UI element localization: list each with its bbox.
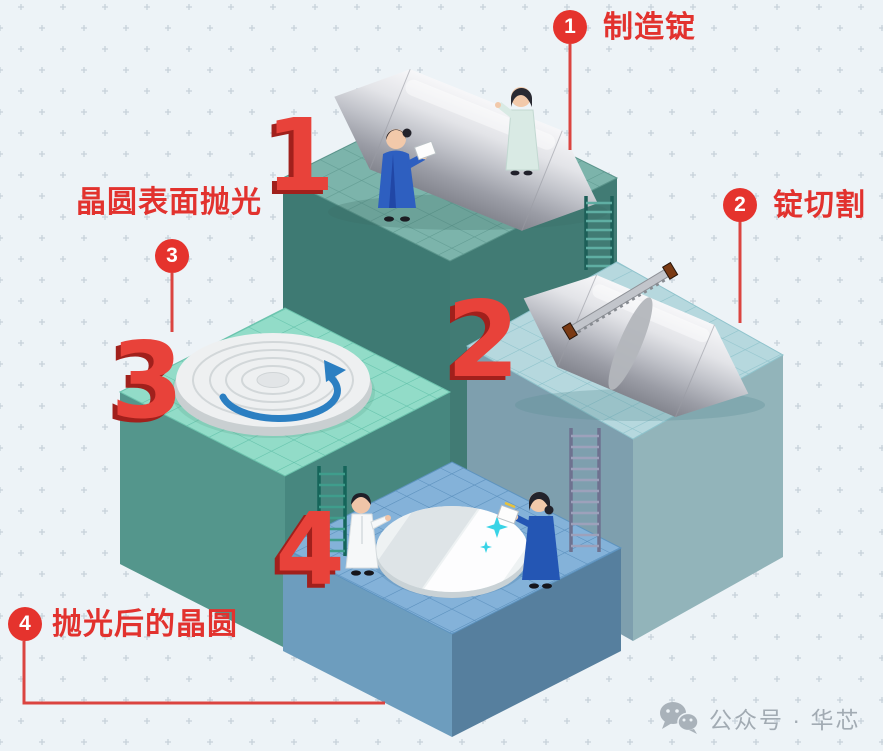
ladder-3 — [317, 466, 347, 556]
scientist-with-clipboard-1 — [378, 128, 437, 222]
wechat-icon — [660, 702, 699, 734]
hair-bun — [402, 128, 412, 138]
scientist-with-clipboard-2 — [496, 491, 560, 589]
pencil — [504, 501, 516, 509]
callout-line-4 — [22, 641, 385, 705]
platform-3-left-wall — [120, 392, 285, 648]
svg-text:1: 1 — [260, 101, 330, 218]
watermark-text: 公众号 · 华芯 — [709, 707, 861, 733]
ladder-1 — [584, 196, 614, 270]
sparkle-icon — [486, 516, 508, 538]
cut-band — [608, 297, 653, 390]
step-badge-2: 2 — [723, 188, 757, 222]
step-label-2: 锭切割 — [773, 189, 866, 222]
svg-text:2: 2 — [441, 283, 514, 405]
scientist-standing-2 — [495, 87, 540, 176]
svg-text:1: 1 — [265, 97, 335, 214]
platform-2-right-wall — [633, 355, 783, 641]
platform-4-front-wall — [283, 548, 452, 737]
step-label-4: 抛光后的晶圆 — [52, 608, 238, 641]
step-label-1: 制造锭 — [603, 11, 696, 44]
ladder-2 — [569, 428, 601, 552]
scientist-white-coat — [345, 493, 391, 576]
hair-bun — [544, 505, 554, 515]
saw-handle — [661, 261, 679, 280]
step-badge-4: 4 — [8, 607, 42, 641]
clipboard — [413, 140, 437, 161]
rotation-arrow-icon — [219, 360, 346, 423]
sparkle-icon — [480, 541, 492, 553]
clipboard — [496, 504, 520, 525]
step-badge-1: 1 — [553, 10, 587, 44]
step-label-3: 晶圆表面抛光 — [76, 186, 262, 219]
polishing-turntable — [171, 333, 375, 438]
step-number-1: 1 1 — [260, 97, 335, 218]
saw-handle — [561, 322, 579, 341]
watermark: 公众号 · 华芯 — [658, 700, 860, 736]
svg-text:3: 3 — [105, 324, 178, 446]
svg-text:3: 3 — [110, 320, 183, 442]
step-number-4: 4 4 — [270, 491, 345, 612]
svg-text:4: 4 — [275, 491, 345, 608]
step-badge-3: 3 — [155, 239, 189, 273]
step-number-2: 2 2 — [441, 279, 519, 405]
svg-text:2: 2 — [446, 279, 519, 401]
platform-4-right-wall — [452, 548, 621, 737]
step-number-3: 3 3 — [105, 320, 183, 446]
svg-text:4: 4 — [270, 495, 340, 612]
